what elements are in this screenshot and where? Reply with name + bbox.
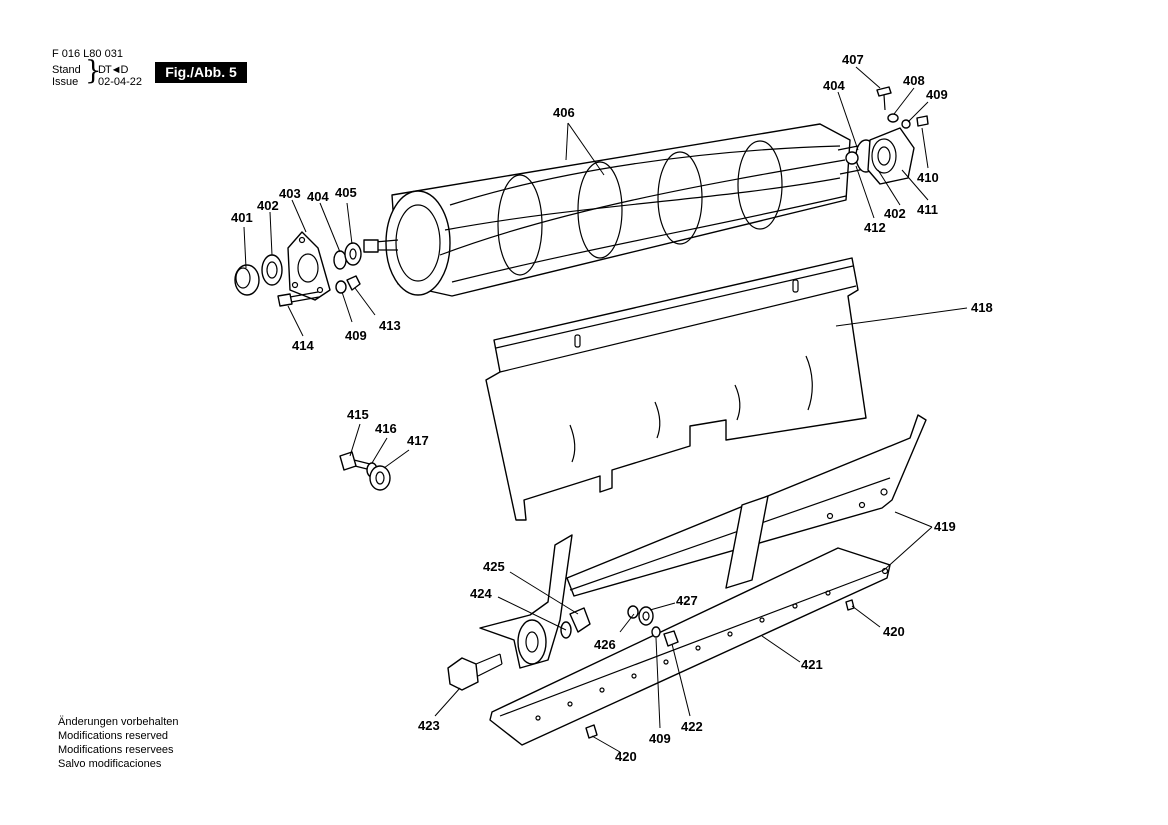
issue-date: 02-04-22 (98, 76, 143, 88)
callout-425: 425 (483, 559, 505, 574)
frame-419 (479, 414, 927, 669)
callout-420-bottom: 420 (615, 749, 637, 764)
washer-405 (344, 242, 362, 266)
callout-407: 407 (842, 52, 864, 67)
bottom-plate (485, 257, 867, 521)
callout-419: 419 (934, 519, 956, 534)
washer-427 (638, 606, 654, 626)
callout-427: 427 (676, 593, 698, 608)
ring-404 (333, 250, 347, 270)
callout-405: 405 (335, 185, 357, 200)
issue-label: Issue (52, 76, 79, 88)
flange-403 (287, 231, 331, 301)
screw-420-top (845, 599, 855, 611)
right-bearing-assembly (845, 86, 929, 185)
callout-415: 415 (347, 407, 369, 422)
callout-401: 401 (231, 210, 253, 225)
brace-glyph: } (85, 56, 102, 86)
callout-412: 412 (864, 220, 886, 235)
callout-413: 413 (379, 318, 401, 333)
callout-417: 417 (407, 433, 429, 448)
notice-line-es: Salvo modificaciones (58, 758, 162, 770)
stand-value: DT◄D (98, 64, 128, 76)
callout-411: 411 (917, 202, 938, 217)
callout-labels: 401 402 403 404 405 406 407 404 408 409 … (231, 52, 993, 764)
callout-404: 404 (307, 189, 329, 204)
bolt-414-head (277, 293, 293, 307)
bolt-group-415-417 (339, 451, 391, 491)
callout-423: 423 (418, 718, 440, 733)
callout-409-left: 409 (345, 328, 367, 343)
callout-409: 409 (926, 87, 948, 102)
washer-409 (335, 280, 347, 294)
callout-426: 426 (594, 637, 616, 652)
callout-421: 421 (801, 657, 823, 672)
bolt-423-head (447, 657, 479, 691)
callout-402: 402 (257, 198, 279, 213)
callout-416: 416 (375, 421, 397, 436)
callout-406: 406 (553, 105, 575, 120)
left-bearing-assembly (234, 231, 362, 307)
callout-420-top: 420 (883, 624, 905, 639)
bedknife-bar-421 (489, 547, 891, 746)
callout-404-right: 404 (823, 78, 845, 93)
screw-407-head (876, 86, 892, 97)
document-number: F 016 L80 031 (52, 48, 123, 60)
washer-408 (887, 113, 899, 123)
callout-410: 410 (917, 170, 939, 185)
notice-line-fr: Modifications reservees (58, 744, 174, 756)
washer-409-bottom (651, 626, 661, 638)
callout-408: 408 (903, 73, 925, 88)
figure-label-badge: Fig./Abb. 5 (155, 62, 247, 83)
screw-420-bottom (585, 724, 598, 739)
leader-lines (243, 66, 968, 753)
callout-402-right: 402 (884, 206, 906, 221)
modifications-notice: Änderungen vorbehalten Modifications res… (58, 715, 178, 771)
washer-426 (627, 605, 639, 619)
callout-418: 418 (971, 300, 993, 315)
nut-413 (346, 275, 361, 291)
reel-cylinder (363, 123, 861, 297)
nut-425 (569, 607, 591, 633)
callout-422: 422 (681, 719, 703, 734)
notice-line-de: Änderungen vorbehalten (58, 716, 179, 728)
bolt-410 (916, 115, 929, 127)
notice-line-en: Modifications reserved (58, 730, 169, 742)
bolt-422 (663, 630, 679, 647)
small-hardware (447, 599, 855, 739)
bearing-402 (261, 254, 283, 286)
ring-412 (845, 151, 859, 165)
callout-403: 403 (279, 186, 301, 201)
callout-409-bottom: 409 (649, 731, 671, 746)
callout-414: 414 (292, 338, 314, 353)
stand-label: Stand (52, 64, 81, 76)
callout-424: 424 (470, 586, 492, 601)
